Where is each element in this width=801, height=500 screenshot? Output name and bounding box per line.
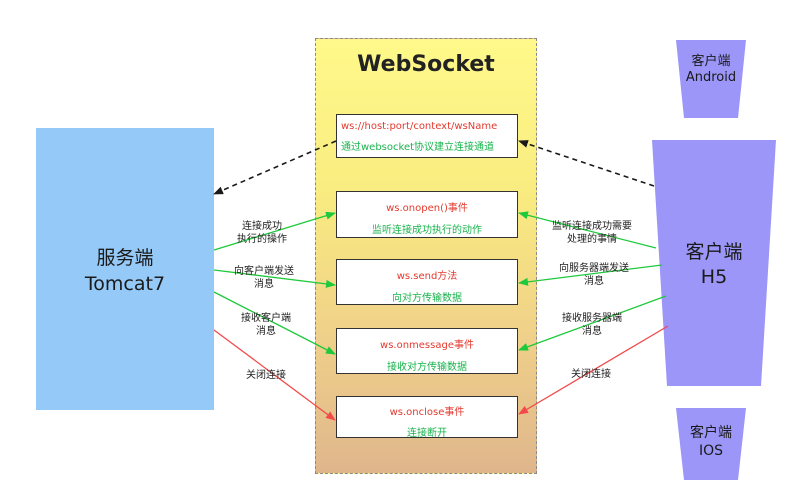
ws-url-box: ws://host:port/context/wsName 通过websocke… — [336, 114, 518, 158]
server-send-label-line1: 向客户端发送 — [234, 266, 294, 277]
client-android-line2: Android — [685, 70, 737, 85]
server-onopen-label-line2: 执行的操作 — [237, 234, 287, 245]
websocket-title: WebSocket — [357, 52, 495, 77]
server-send-label: 向客户端发送 消息 — [218, 265, 310, 291]
ws-onclose-desc: 连接断开 — [407, 428, 447, 439]
client-h5-line2: H5 — [700, 266, 728, 288]
client-onmessage-label-line1: 接收服务器端 — [562, 313, 622, 324]
client-send-arrow — [518, 264, 663, 286]
server-connect-arrow — [213, 140, 337, 195]
ws-send-box: ws.send方法 向对方传输数据 — [336, 259, 518, 305]
server-label-line2: Tomcat7 — [84, 273, 166, 295]
server-onmessage-label-line1: 接收客户端 — [241, 313, 291, 324]
ws-onclose-title: ws.onclose事件 — [389, 407, 465, 418]
server-label: 服务端 Tomcat7 — [36, 245, 214, 297]
client-ios-shape — [676, 408, 746, 480]
ws-onopen-desc: 监听连接成功执行的动作 — [372, 225, 482, 236]
server-onmessage-arrow — [213, 291, 336, 355]
ws-onopen-box: ws.onopen()事件 监听连接成功执行的动作 — [336, 191, 518, 238]
ws-onmessage-title: ws.onmessage事件 — [380, 340, 474, 351]
client-android-label: 客户端 Android — [676, 54, 746, 86]
client-send-label: 向服务器端发送 消息 — [548, 262, 640, 288]
server-label-line1: 服务端 — [96, 247, 154, 269]
server-block — [36, 128, 214, 410]
server-onmessage-label-line2: 消息 — [256, 326, 276, 337]
server-send-label-line2: 消息 — [254, 279, 274, 290]
ws-onmessage-box: ws.onmessage事件 接收对方传输数据 — [336, 328, 518, 374]
server-onopen-label-line1: 连接成功 — [242, 221, 282, 232]
client-onclose-arrow — [518, 325, 669, 415]
server-onclose-arrow — [213, 329, 336, 421]
ws-send-desc: 向对方传输数据 — [392, 293, 462, 304]
client-send-label-line1: 向服务器端发送 — [559, 263, 629, 274]
client-onopen-arrow — [518, 211, 657, 249]
client-onclose-label-line1: 关闭连接 — [571, 369, 611, 380]
client-h5-label: 客户端 H5 — [652, 240, 776, 290]
client-android-shape — [676, 40, 746, 118]
client-onmessage-label: 接收服务器端 消息 — [552, 312, 632, 338]
client-onmessage-arrow — [518, 295, 667, 351]
server-onmessage-label: 接收客户端 消息 — [226, 312, 306, 338]
client-onopen-label: 监听连接成功需要 处理的事情 — [542, 220, 642, 246]
client-onopen-label-line1: 监听连接成功需要 — [552, 221, 632, 232]
ws-url-desc: 通过websocket协议建立连接通道 — [341, 142, 495, 153]
client-connect-arrow — [518, 140, 655, 187]
client-h5-line1: 客户端 — [685, 241, 743, 263]
client-android-line1: 客户端 — [691, 54, 731, 69]
client-h5-shape — [652, 140, 776, 386]
server-onclose-label: 关闭连接 — [226, 369, 306, 382]
client-send-label-line2: 消息 — [584, 276, 604, 287]
ws-onclose-box: ws.onclose事件 连接断开 — [336, 396, 518, 439]
server-onopen-arrow — [213, 211, 336, 251]
server-onopen-label: 连接成功 执行的操作 — [222, 220, 302, 246]
ws-onopen-title: ws.onopen()事件 — [386, 203, 468, 214]
client-ios-line2: IOS — [698, 443, 724, 459]
ws-url-title: ws://host:port/context/wsName — [341, 121, 498, 132]
server-send-arrow — [213, 269, 336, 288]
client-onopen-label-line2: 处理的事情 — [567, 234, 617, 245]
client-ios-label: 客户端 IOS — [676, 424, 746, 460]
client-ios-line1: 客户端 — [690, 425, 732, 441]
client-onclose-label: 关闭连接 — [556, 368, 626, 381]
ws-send-title: ws.send方法 — [396, 271, 458, 282]
ws-onmessage-desc: 接收对方传输数据 — [387, 362, 467, 373]
client-onmessage-label-line2: 消息 — [582, 326, 602, 337]
server-onclose-label-line1: 关闭连接 — [246, 370, 286, 381]
